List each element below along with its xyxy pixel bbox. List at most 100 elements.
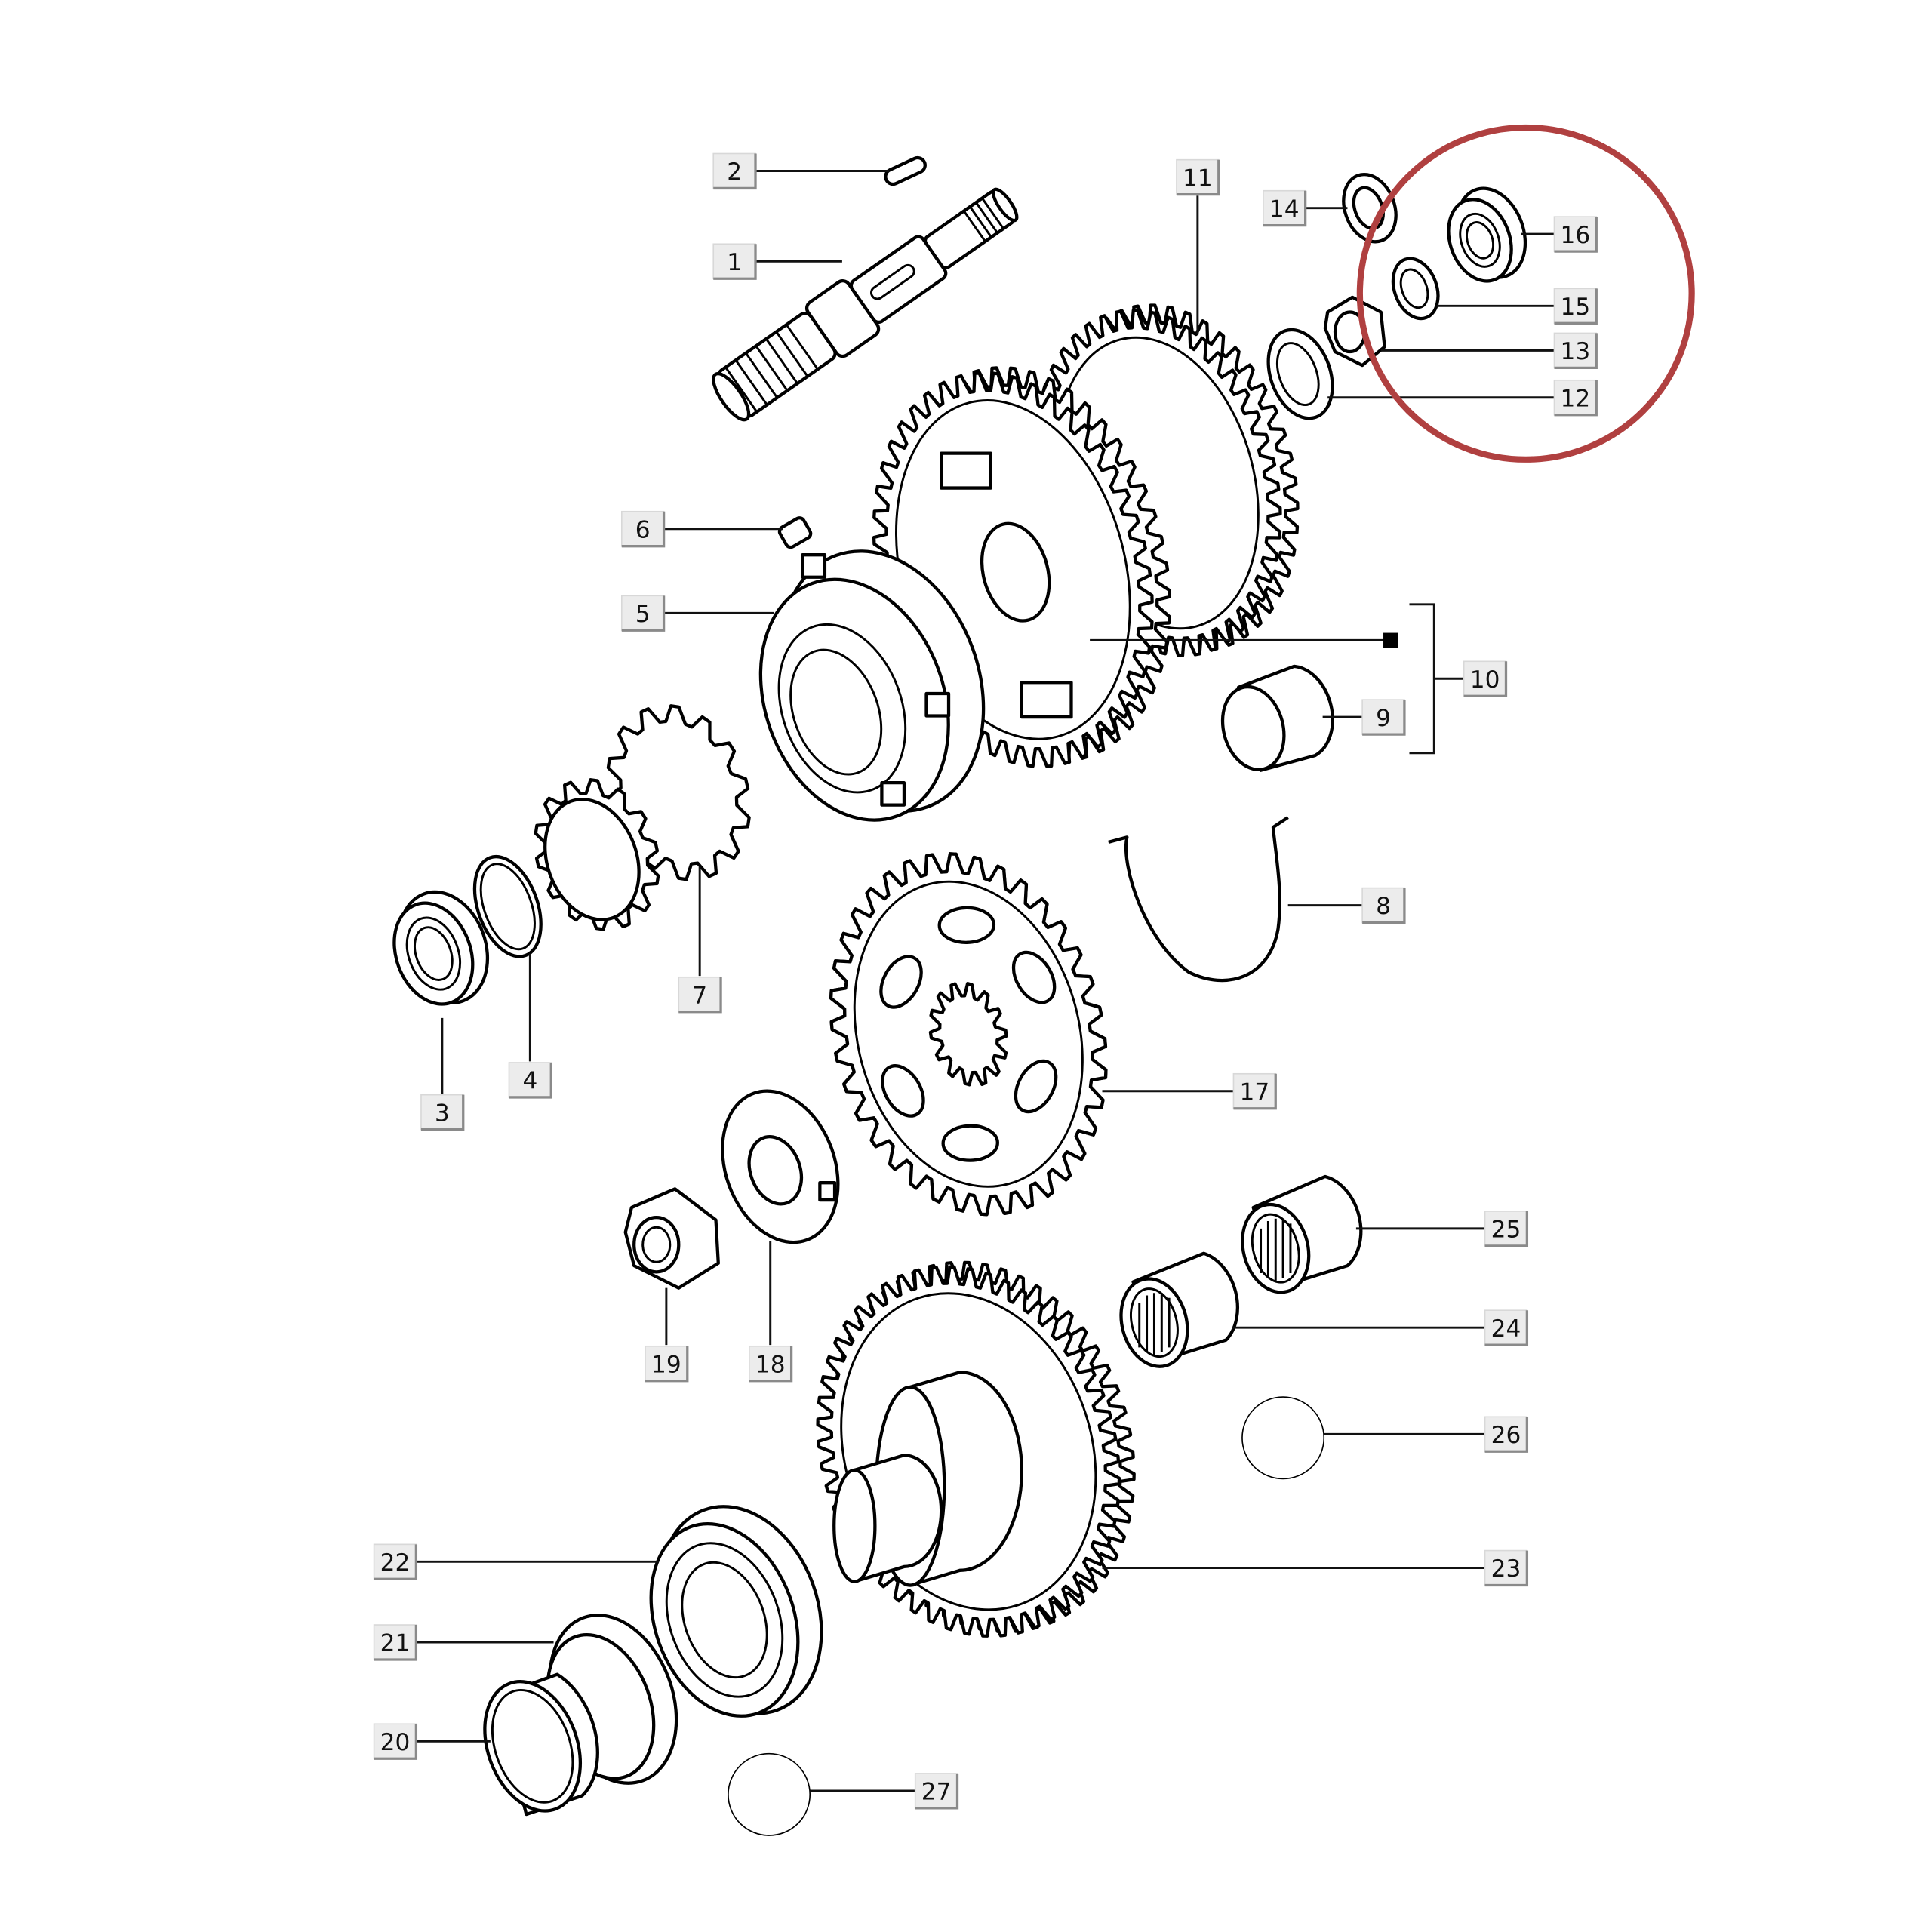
label-box xyxy=(1553,379,1598,416)
callout-label-16[interactable]: 16 xyxy=(1553,216,1598,253)
sprocket-splined-bore xyxy=(928,982,1008,1087)
sprocket-window xyxy=(881,1064,925,1118)
label-text: 14 xyxy=(1269,195,1300,223)
label-shadow xyxy=(374,1544,418,1580)
sprocket-window xyxy=(941,1124,999,1162)
label-shadow xyxy=(1484,1417,1529,1453)
label-text: 16 xyxy=(1561,222,1591,249)
part-9-bush xyxy=(1220,664,1334,772)
dog-lug xyxy=(940,451,992,490)
label-shadow xyxy=(374,1625,418,1661)
part-20-ring xyxy=(483,1672,599,1817)
part-27-placeholder xyxy=(728,1752,811,1836)
label-text: 6 xyxy=(635,516,651,543)
part-3-bearing xyxy=(392,890,490,1006)
part-19-nut xyxy=(623,1187,720,1290)
label-text: 4 xyxy=(522,1068,537,1095)
label-text: 10 xyxy=(1470,666,1500,694)
part-17-sprocket xyxy=(829,852,1108,1217)
label-shadow xyxy=(1176,159,1220,196)
callout-label-4[interactable]: 4 xyxy=(508,1062,552,1099)
label-shadow xyxy=(1554,333,1598,370)
sprocket-window xyxy=(937,906,996,944)
label-box xyxy=(373,1624,417,1660)
callout-label-7[interactable]: 7 xyxy=(678,976,722,1014)
callout-label-20[interactable]: 20 xyxy=(373,1723,418,1760)
callout-label-27[interactable]: 27 xyxy=(914,1773,959,1810)
label-box xyxy=(1484,1211,1528,1247)
part-5-dog-clutch xyxy=(758,549,986,822)
callout-label-6[interactable]: 6 xyxy=(620,510,666,548)
label-shadow xyxy=(621,595,666,632)
sprocket-window xyxy=(1014,1059,1058,1114)
callout-label-3[interactable]: 3 xyxy=(420,1094,465,1131)
callout-label-23[interactable]: 23 xyxy=(1484,1549,1529,1587)
label-text: 18 xyxy=(755,1351,786,1378)
label-text: 20 xyxy=(380,1729,411,1756)
label-text: 2 xyxy=(727,158,742,186)
callout-label-5[interactable]: 5 xyxy=(620,595,666,632)
label-box xyxy=(1484,1309,1528,1346)
part-26-placeholder xyxy=(1241,1396,1325,1480)
callout-label-13[interactable]: 13 xyxy=(1553,332,1598,370)
callout-label-21[interactable]: 21 xyxy=(373,1624,418,1661)
label-text: 26 xyxy=(1491,1422,1521,1449)
label-shadow xyxy=(1362,888,1406,924)
label-shadow xyxy=(1484,1310,1529,1346)
label-text: 17 xyxy=(1240,1078,1270,1106)
callout-label-26[interactable]: 26 xyxy=(1484,1416,1529,1453)
callout-label-11[interactable]: 11 xyxy=(1176,158,1220,196)
highlight-circle xyxy=(1356,124,1695,463)
label-shadow xyxy=(1484,1211,1529,1247)
part-1-shaft xyxy=(712,187,1019,422)
label-text: 22 xyxy=(380,1549,411,1577)
label-shadow xyxy=(509,1063,552,1099)
gear-web xyxy=(853,880,1084,1188)
callout-label-19[interactable]: 19 xyxy=(645,1345,689,1383)
callout-label-9[interactable]: 9 xyxy=(1361,699,1406,736)
callout-label-24[interactable]: 24 xyxy=(1484,1309,1529,1346)
callout-label-18[interactable]: 18 xyxy=(749,1345,793,1383)
callout-label-1[interactable]: 1 xyxy=(712,243,757,280)
part-16-bearing xyxy=(1447,186,1527,283)
leader-lines xyxy=(416,169,1555,1792)
label-box xyxy=(373,1723,417,1760)
label-shadow xyxy=(1554,288,1598,325)
callout-label-10[interactable]: 10 xyxy=(1463,660,1508,697)
label-box xyxy=(1484,1549,1528,1586)
part-8-wire-clip xyxy=(1108,816,1289,983)
label-text: 8 xyxy=(1376,893,1391,920)
label-text: 12 xyxy=(1561,385,1591,412)
label-text: 1 xyxy=(727,249,742,276)
label-shadow xyxy=(749,1346,793,1383)
callout-label-25[interactable]: 25 xyxy=(1484,1211,1529,1247)
label-text: 3 xyxy=(435,1100,450,1127)
label-box xyxy=(749,1345,792,1382)
part-2-key xyxy=(884,155,927,186)
callout-label-14[interactable]: 14 xyxy=(1263,189,1307,227)
label-text: 21 xyxy=(380,1630,411,1657)
label-text: 27 xyxy=(921,1779,952,1806)
callout-label-2[interactable]: 2 xyxy=(712,152,757,190)
label-shadow xyxy=(1554,217,1598,253)
gear-bore xyxy=(980,521,1051,623)
callout-label-17[interactable]: 17 xyxy=(1232,1072,1277,1110)
hub-bore xyxy=(543,798,641,921)
label-shadow xyxy=(1233,1073,1277,1110)
callout-label-22[interactable]: 22 xyxy=(373,1543,418,1580)
callout-label-8[interactable]: 8 xyxy=(1361,887,1406,924)
label-text: 5 xyxy=(635,601,651,628)
part-7-clutch-hub xyxy=(534,704,751,931)
label-text: 11 xyxy=(1183,165,1213,192)
label-box xyxy=(1361,699,1405,735)
label-box xyxy=(1361,887,1405,924)
part-18-tab-washer xyxy=(721,1089,840,1244)
label-box xyxy=(620,510,665,547)
callout-label-15[interactable]: 15 xyxy=(1553,288,1598,325)
label-text: 19 xyxy=(651,1351,681,1378)
label-text: 9 xyxy=(1376,705,1391,732)
callout-label-12[interactable]: 12 xyxy=(1553,379,1598,417)
label-shadow xyxy=(645,1346,689,1383)
label-shadow xyxy=(1463,661,1508,697)
